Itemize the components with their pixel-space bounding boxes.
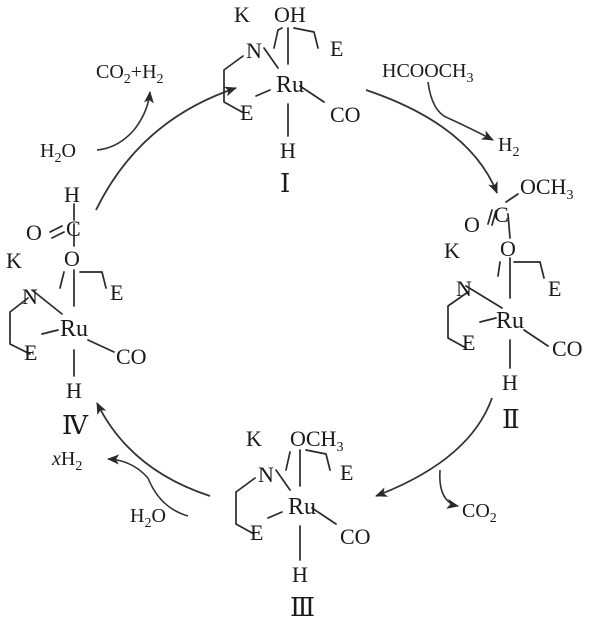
side-arrow-co2-h2-out [133, 91, 154, 131]
complex-ii-potassium: K [444, 238, 460, 263]
complex-iv-arm-bottom-e: E [24, 340, 37, 365]
complex-i-arm-top-e: E [330, 36, 343, 61]
side-arrow-xh2-out [107, 454, 149, 479]
complex-iii-numeral: Ⅲ [290, 593, 315, 622]
side-arrow-water-in-top [96, 129, 135, 151]
side-arrow-co2-out [439, 469, 459, 509]
side-arrow-methyl-formate-in [427, 81, 449, 119]
complex-ii-bonds [447, 193, 549, 369]
co2-plus-h2-label: CO2+H2 [96, 61, 164, 87]
complex-iii-methoxy: OCH3 [290, 426, 343, 455]
complex-iv-bonds [9, 203, 115, 377]
complex-iii-hydride: H [292, 562, 308, 587]
xh2-out-label: xH2 [51, 448, 82, 474]
complex-iii-metal-ru: Ru [288, 494, 316, 520]
side-arrow-h2-out [447, 117, 494, 141]
co2-out-label: CO2 [462, 500, 497, 526]
complex-i-metal-ru: Ru [276, 72, 304, 98]
complex-ii-methoxy: OCH3 [520, 174, 573, 203]
side-arrow-water-in-bottom [147, 477, 189, 517]
complex-iv-bridge-o: O [64, 246, 80, 271]
complex-ii-arm-top-e: E [548, 276, 561, 301]
complex-ii-carbonyl-o: O [464, 212, 480, 237]
complex-ii-arm-bottom-e: E [462, 330, 475, 355]
cycle-arrow-iii-to-iv [96, 402, 211, 497]
complex-iv-numeral: Ⅳ [62, 411, 89, 440]
complex-iv-arm-top-e: E [110, 280, 123, 305]
complex-i: OH K N E Ru E CO H Ⅰ [223, 2, 361, 198]
complex-i-potassium: K [234, 2, 250, 27]
complex-i-nitrogen: N [246, 38, 262, 63]
complex-ii-numeral: Ⅱ [502, 405, 520, 434]
complex-i-ring-bonds [223, 27, 325, 137]
water-in-top-label: H2O [40, 140, 76, 166]
complex-iii-carbonyl: CO [340, 524, 371, 549]
complex-iv-formyl-h: H [64, 182, 80, 207]
complex-ii-hydride: H [502, 370, 518, 395]
complex-i-hydride: H [280, 138, 296, 163]
cycle-arrow-i-to-ii [365, 89, 498, 194]
complex-iii-arm-bottom-e: E [250, 520, 263, 545]
complex-ii-ester-c: C [494, 202, 509, 227]
complex-iv-formyl-c: C [66, 216, 81, 241]
complex-iv-nitrogen: N [22, 284, 38, 309]
water-in-bottom-label: H2O [130, 505, 166, 531]
complex-ii-nitrogen: N [456, 276, 472, 301]
complex-i-arm-bottom-e: E [240, 100, 253, 125]
complex-i-carbonyl: CO [330, 102, 361, 127]
methyl-formate-label: HCOOCH3 [382, 60, 473, 86]
complex-iii-arm-top-e: E [340, 460, 353, 485]
complex-iv-potassium: K [6, 248, 22, 273]
cycle-arrow-ii-to-iii [375, 397, 493, 497]
complex-i-numeral: Ⅰ [280, 169, 290, 198]
complex-ii: OCH3 O C O K N E Ru E CO H Ⅱ [444, 174, 583, 434]
complex-ii-metal-ru: Ru [496, 308, 524, 334]
complex-ii-carbonyl: CO [552, 336, 583, 361]
complex-iv-carbonyl-o: O [26, 220, 42, 245]
complex-iv-hydride: H [66, 378, 82, 403]
cycle-arrow-iv-to-i [95, 86, 237, 211]
complex-i-ligand-oh: OH [274, 2, 306, 27]
h2-out-label: H2 [498, 134, 519, 160]
complex-ii-bridge-o: O [500, 236, 516, 261]
complex-iv-metal-ru: Ru [60, 316, 88, 342]
complex-iv-carbonyl: CO [116, 344, 147, 369]
complex-iii-nitrogen: N [258, 462, 274, 487]
complex-iii-potassium: K [246, 426, 262, 451]
complex-iv: H O C O K N E Ru E CO H Ⅳ [6, 182, 147, 440]
complex-iii-bonds [235, 449, 337, 561]
complex-iii: OCH3 K N E Ru E CO H Ⅲ [235, 426, 371, 622]
